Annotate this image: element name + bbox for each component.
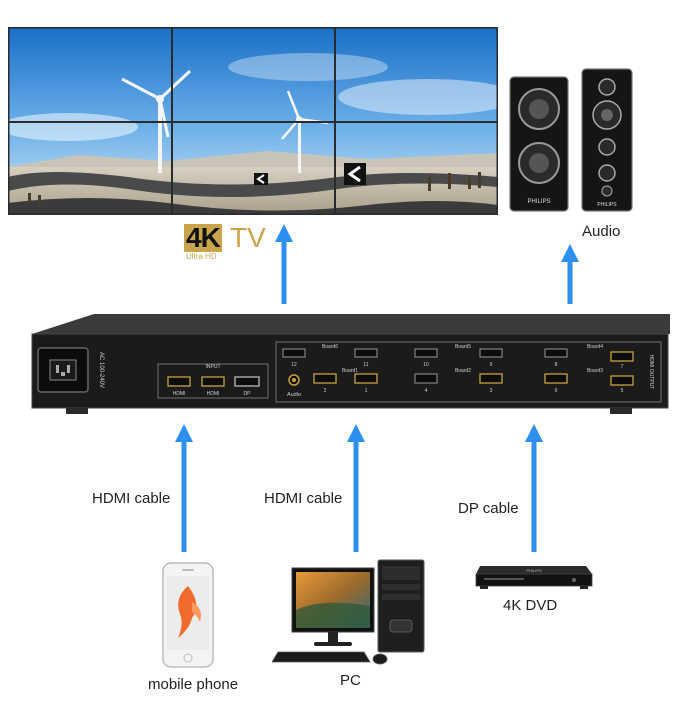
arrow-from-phone xyxy=(175,424,193,552)
input-label: HDMI xyxy=(173,391,186,397)
hdmi-input-port xyxy=(201,376,225,387)
audio-port xyxy=(288,374,300,386)
hdmi-cable-label-pc: HDMI cable xyxy=(264,490,343,507)
port-number: 3 xyxy=(490,388,493,394)
dvd-player-image: PHILIPS xyxy=(475,566,593,589)
port-number: 5 xyxy=(621,388,624,394)
dvd-brand: PHILIPS xyxy=(526,568,542,573)
port-number: 1 xyxy=(365,388,368,394)
pc-image xyxy=(272,559,425,665)
hdmi-input-port xyxy=(167,376,191,387)
board-label: Board5 xyxy=(455,344,471,350)
board-label: Board1 xyxy=(342,368,358,374)
arrow-from-dvd xyxy=(525,424,543,552)
board-label: Board2 xyxy=(455,368,471,374)
port-number: 12 xyxy=(291,362,297,368)
port-number: 9 xyxy=(490,362,493,368)
input-label: DP xyxy=(244,391,252,397)
video-wall-controller: AC 100-240V INPUT HDMI HDMI DP Audio xyxy=(31,314,670,414)
port-number: 6 xyxy=(555,388,558,394)
dp-cable-label: DP cable xyxy=(458,500,519,517)
tv-mark: TV xyxy=(230,222,266,253)
arrow-to-tv xyxy=(275,224,293,304)
input-label: HDMI xyxy=(207,391,220,397)
speaker-right-brand: PHILIPS xyxy=(597,202,617,208)
port-number: 4 xyxy=(425,388,428,394)
board-label: Board4 xyxy=(587,344,603,350)
port-number: 10 xyxy=(423,362,429,368)
arrow-to-audio xyxy=(561,244,579,304)
port-number: 11 xyxy=(363,362,368,368)
input-title: INPUT xyxy=(206,364,221,370)
hdmi-cable-label-phone: HDMI cable xyxy=(92,490,171,507)
port-number: 7 xyxy=(621,364,624,370)
speaker-left-brand: PHILIPS xyxy=(527,199,550,205)
4k-mark: 4K xyxy=(184,222,222,253)
audio-port-label: Audio xyxy=(287,392,301,398)
input-panel: INPUT HDMI HDMI DP xyxy=(157,363,269,399)
board-label: Board6 xyxy=(322,344,338,350)
power-socket xyxy=(37,347,89,393)
port-number: 2 xyxy=(324,388,327,394)
4k-tv-logo: 4K TV Ultra HD xyxy=(184,224,294,264)
video-wall xyxy=(8,27,498,215)
output-panel: Audio Board6 Board5 Board4 Board1 Board2… xyxy=(275,341,662,403)
power-label: AC 100-240V xyxy=(98,352,104,388)
port-number: 8 xyxy=(555,362,558,368)
speaker-right: PHILIPS xyxy=(581,68,633,212)
mobile-phone-label: mobile phone xyxy=(148,676,239,693)
dvd-label: 4K DVD xyxy=(503,597,558,614)
output-title: HDMI OUTPUT xyxy=(648,355,654,390)
board-label: Board3 xyxy=(587,368,603,374)
audio-label: Audio xyxy=(582,223,621,240)
dp-input-port xyxy=(234,376,260,387)
arrow-from-pc xyxy=(347,424,365,552)
mobile-phone-image xyxy=(162,562,214,668)
pc-label: PC xyxy=(340,672,361,689)
speaker-left: PHILIPS xyxy=(509,76,569,212)
ultra-hd-mark: Ultra HD xyxy=(186,252,217,261)
